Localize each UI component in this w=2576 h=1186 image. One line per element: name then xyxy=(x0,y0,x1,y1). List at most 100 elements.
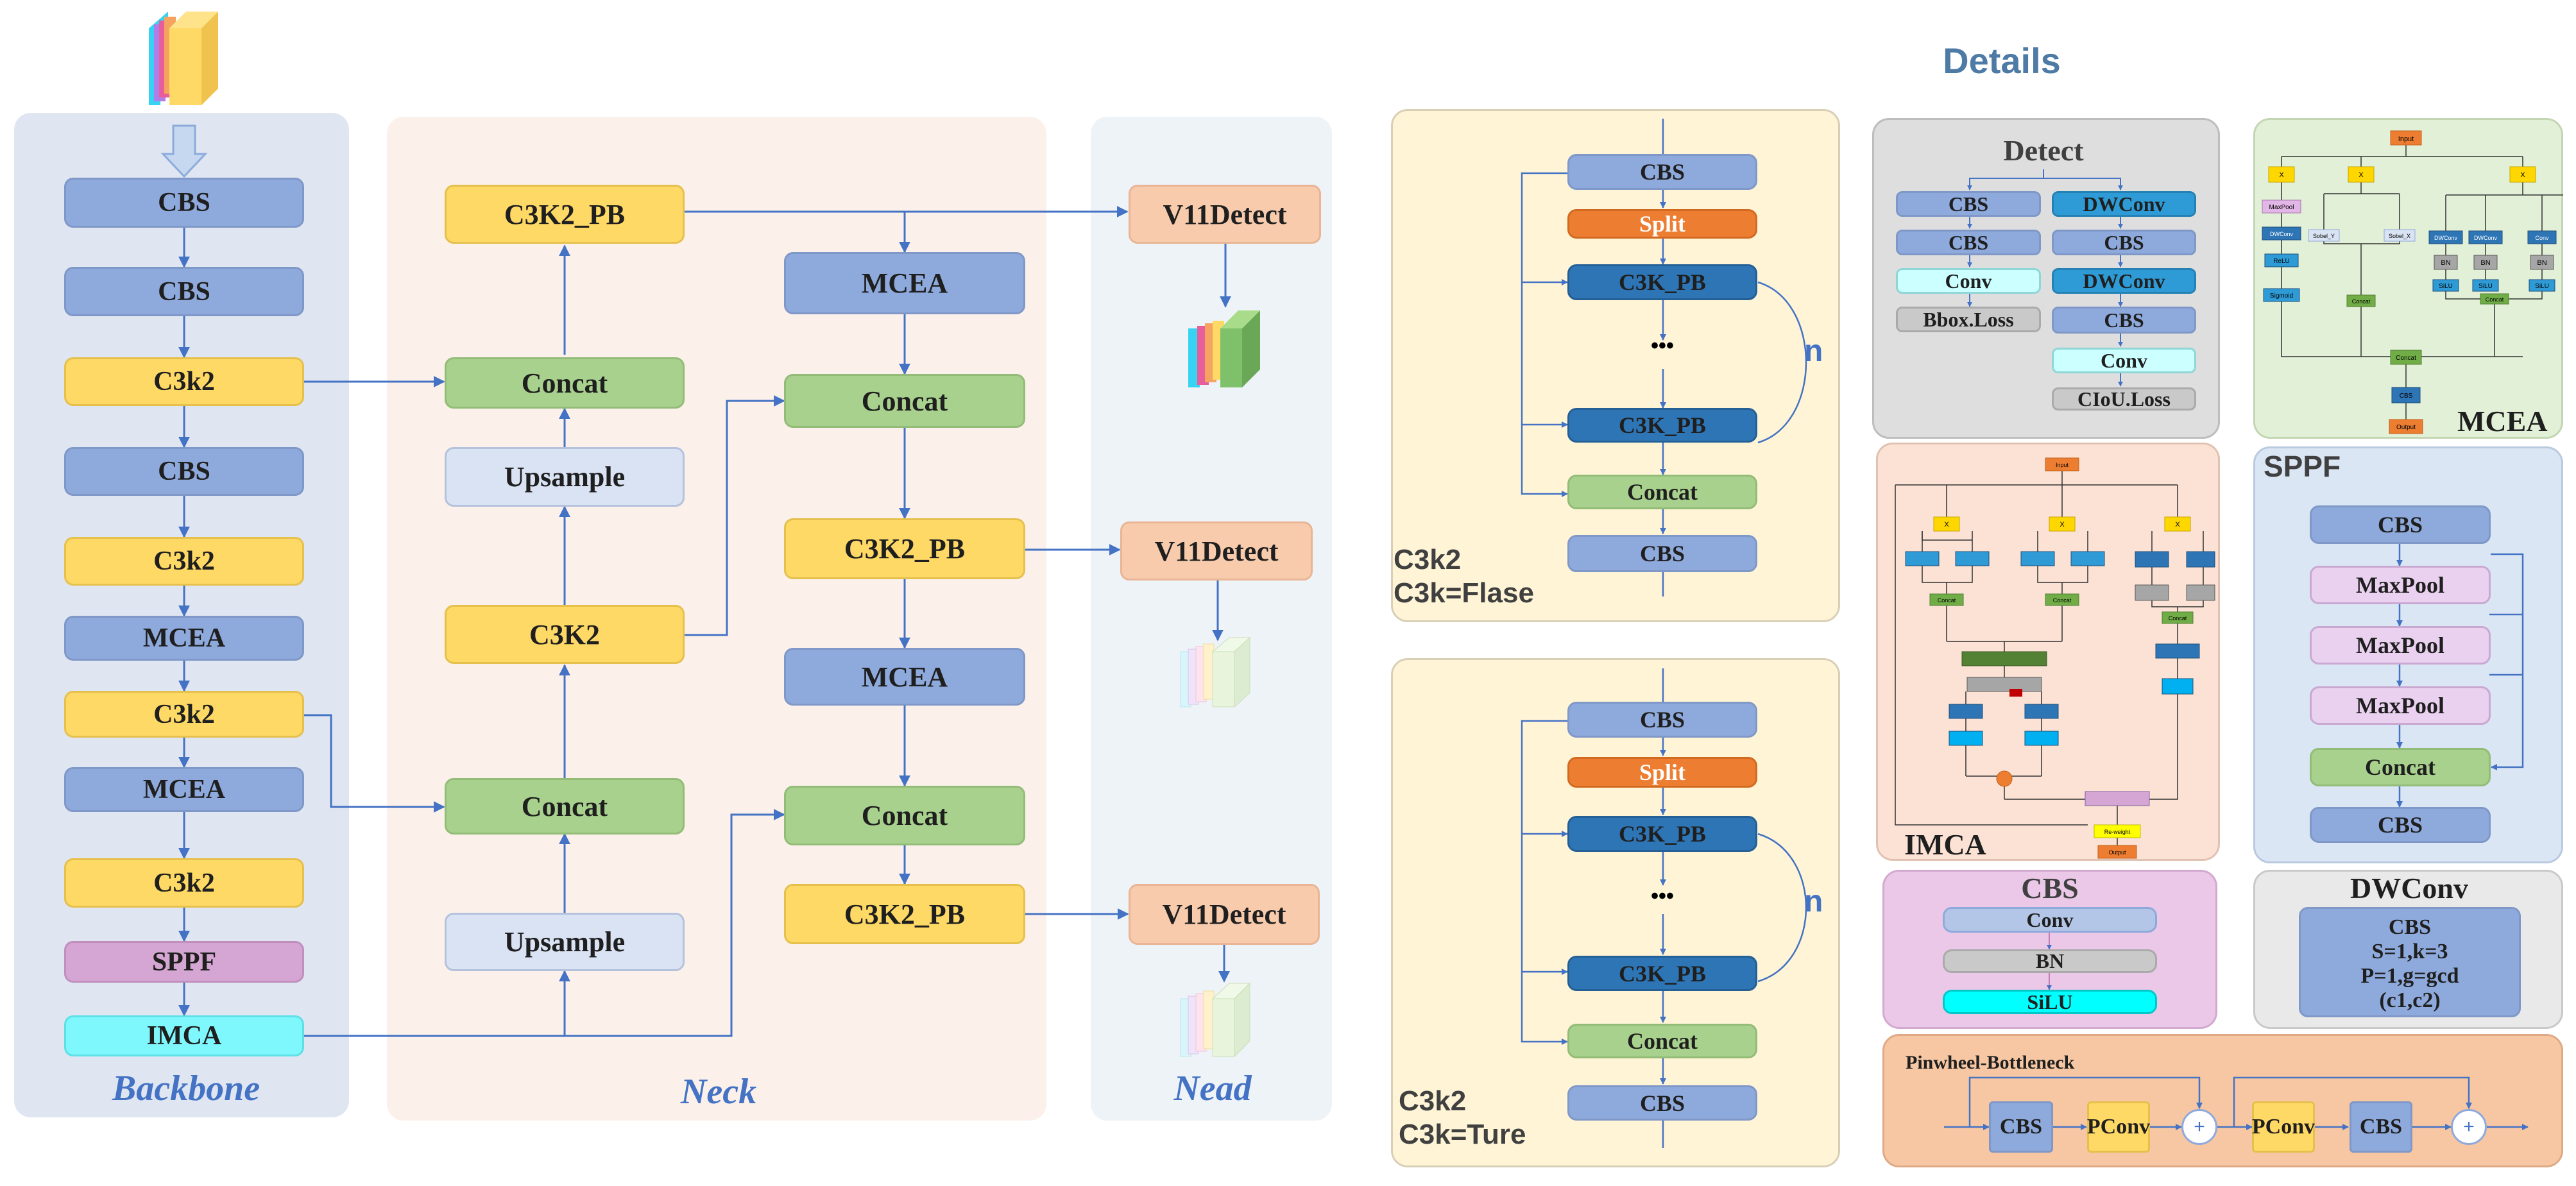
mcea-silu-3: SiLU xyxy=(2535,283,2549,290)
mcea-concat-3: Concat xyxy=(2396,355,2416,362)
neck-mcea-2: MCEA xyxy=(784,648,1025,706)
neck-c3k2pb-bot: C3K2_PB xyxy=(784,884,1025,944)
mcea-mini-diagram: Input X X X MaxPool DWConv ReLU Sigmoid … xyxy=(2262,130,2563,434)
sppf-maxpool-1: MaxPool xyxy=(2310,566,2491,604)
neck-c3k2pb-mid: C3K2_PB xyxy=(784,518,1025,579)
mcea-bn-2: BN xyxy=(2480,259,2490,267)
backbone-c3k2-3: C3k2 xyxy=(64,691,304,738)
neck-upsample-2: Upsample xyxy=(445,913,685,971)
head-label: Nead xyxy=(1173,1069,1252,1108)
dwconv-line-4: (c1,c2) xyxy=(2379,988,2441,1012)
c3k2t-caption-1: C3k2 xyxy=(1399,1085,1467,1117)
detect-title: Detect xyxy=(2003,134,2084,167)
backbone-cbs-2: CBS xyxy=(64,267,304,316)
output-feature-stack-large-icon xyxy=(1188,310,1260,387)
output-feature-stack-small-icon xyxy=(1180,982,1251,1058)
mcea-bn-1: BN xyxy=(2441,259,2450,267)
c3k2f-repeat-n: n xyxy=(1804,334,1823,368)
detect-right-cbs-2: CBS xyxy=(2052,307,2196,334)
neck-concat-1: Concat xyxy=(445,357,685,409)
sppf-cbs-1: CBS xyxy=(2310,505,2491,544)
sppf-label: SPPF xyxy=(2264,450,2341,483)
dwconv-line-1: CBS xyxy=(2388,915,2432,939)
sppf-cbs-2: CBS xyxy=(2310,807,2491,843)
pinwheel-pconv-2: PConv xyxy=(2252,1101,2315,1153)
imca-reweight: Re-weight xyxy=(2104,829,2131,835)
sppf-concat: Concat xyxy=(2310,748,2491,786)
mcea-relu: ReLU xyxy=(2273,258,2290,265)
cbs-silu: SiLU xyxy=(1943,990,2157,1014)
detect-left-conv: Conv xyxy=(1896,268,2041,294)
backbone-cbs-3: CBS xyxy=(64,447,304,496)
neck-concat-3: Concat xyxy=(784,374,1025,428)
neck-c3k2: C3K2 xyxy=(445,605,685,664)
dwconv-line-3: P=1,g=gcd xyxy=(2360,964,2459,988)
mcea-x2: X xyxy=(2358,171,2364,179)
pinwheel-label: Pinwheel-Bottleneck xyxy=(1906,1052,2075,1073)
mcea-silu-2: SiLU xyxy=(2478,283,2493,290)
imca-label: IMCA xyxy=(1904,828,1986,861)
neck-concat-2: Concat xyxy=(445,778,685,834)
imca-concat-2: Concat xyxy=(2053,597,2072,604)
mcea-bn-3: BN xyxy=(2537,259,2546,267)
c3k2t-repeat-n: n xyxy=(1804,885,1823,919)
detect-left-cbs-1: CBS xyxy=(1896,191,2041,217)
c3k2t-c3kpb-1: C3K_PB xyxy=(1567,816,1757,852)
c3k2f-caption-1: C3k2 xyxy=(1394,544,1462,575)
mcea-concat-1: Concat xyxy=(2352,298,2371,305)
mcea-dwconv-2: DWConv xyxy=(2434,235,2458,241)
c3k2f-ellipsis: ••• xyxy=(1651,334,1674,358)
c3k2f-c3kpb-2: C3K_PB xyxy=(1567,408,1757,443)
imca-x1: X xyxy=(1944,521,1949,529)
backbone-sppf: SPPF xyxy=(64,941,304,983)
detect-right-dwconv-1: DWConv xyxy=(2052,191,2196,217)
mcea-concat-2: Concat xyxy=(2486,296,2504,303)
c3k2t-c3kpb-2: C3K_PB xyxy=(1567,956,1757,991)
backbone-c3k2-1: C3k2 xyxy=(64,357,304,406)
mcea-dwconv-1: DWConv xyxy=(2270,231,2294,237)
dwconv-line-2: S=1,k=3 xyxy=(2371,940,2448,963)
mcea-conv: Conv xyxy=(2535,235,2549,241)
c3k2t-caption-2: C3k=Ture xyxy=(1399,1119,1526,1150)
c3k2f-split: Split xyxy=(1567,209,1757,239)
cbs-bn: BN xyxy=(1943,949,2157,973)
c3k2t-ellipsis: ••• xyxy=(1651,884,1674,908)
sppf-maxpool-3: MaxPool xyxy=(2310,686,2491,725)
backbone-label: Backbone xyxy=(112,1069,260,1108)
neck-mcea-1: MCEA xyxy=(784,252,1025,314)
c3k2t-concat: Concat xyxy=(1567,1024,1757,1058)
neck-upsample-1: Upsample xyxy=(445,447,685,507)
mcea-sobel-x: Sobel_X xyxy=(2389,233,2410,239)
imca-x2: X xyxy=(2060,521,2065,529)
mcea-x1: X xyxy=(2279,171,2284,179)
cbs-conv: Conv xyxy=(1943,907,2157,933)
detect-right-dwconv-2: DWConv xyxy=(2052,268,2196,294)
imca-input: Input xyxy=(2056,462,2069,468)
dwconv-box: CBS S=1,k=3 P=1,g=gcd (c1,c2) xyxy=(2299,907,2521,1017)
mcea-maxpool: MaxPool xyxy=(2269,204,2294,211)
imca-mini-diagram: Input X X X Concat Concat Concat Re-weig… xyxy=(1895,457,2215,859)
c3k2f-caption-2: C3k=Flase xyxy=(1394,577,1534,609)
details-title: Details xyxy=(1943,40,2061,81)
pinwheel-plus-2: + xyxy=(2451,1109,2487,1145)
c3k2t-cbs-2: CBS xyxy=(1567,1085,1757,1121)
c3k2f-c3kpb-1: C3K_PB xyxy=(1567,264,1757,300)
neck-c3k2pb-top: C3K2_PB xyxy=(445,185,685,244)
cbs-label: CBS xyxy=(2021,872,2079,904)
mcea-dwconv-3: DWConv xyxy=(2474,235,2498,241)
imca-output: Output xyxy=(2108,849,2126,856)
head-detect-3: V11Detect xyxy=(1129,884,1320,945)
backbone-mcea-2: MCEA xyxy=(64,767,304,812)
detect-right-conv: Conv xyxy=(2052,348,2196,373)
detect-right-loss: CIoU.Loss xyxy=(2052,387,2196,411)
sppf-maxpool-2: MaxPool xyxy=(2310,626,2491,665)
c3k2t-split: Split xyxy=(1567,757,1757,788)
backbone-cbs-1: CBS xyxy=(64,178,304,228)
mcea-cbs: CBS xyxy=(2400,393,2413,400)
detect-left-cbs-2: CBS xyxy=(1896,230,2041,255)
head-detect-2: V11Detect xyxy=(1120,521,1313,580)
output-feature-stack-medium-icon xyxy=(1180,636,1251,708)
imca-concat-3: Concat xyxy=(2169,615,2187,622)
c3k2f-cbs-1: CBS xyxy=(1567,154,1757,190)
mcea-input-label: Input xyxy=(2398,135,2414,143)
